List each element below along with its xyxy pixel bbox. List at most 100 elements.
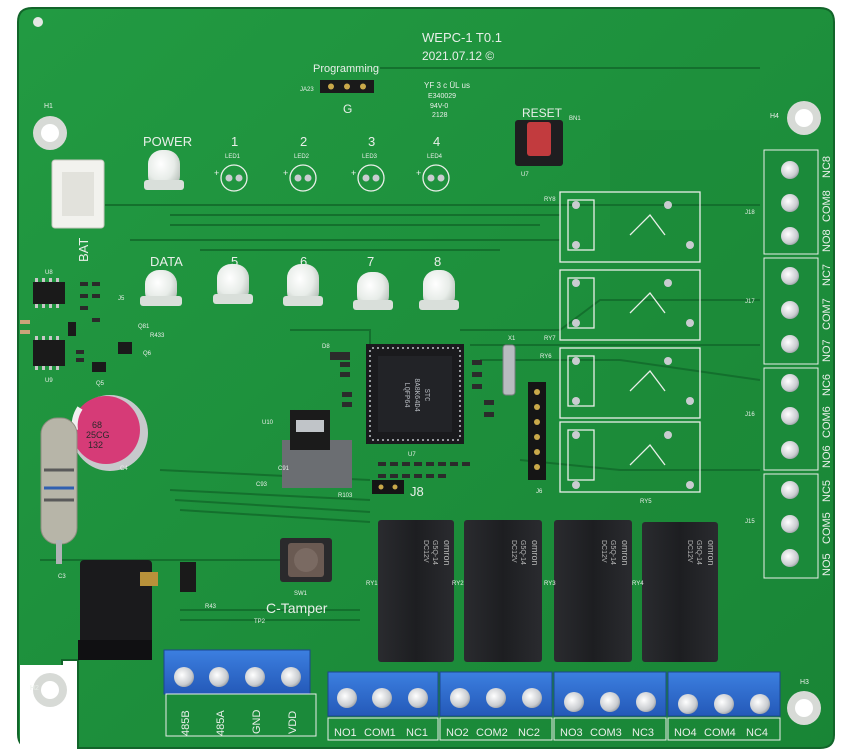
relay-ry3-voltage: DC12V [600,540,607,563]
label-no4: NO4 [674,727,697,739]
hole-ref-h3: H3 [800,679,809,686]
led-2-ref: LED2 [294,154,310,160]
board-date: 2021.07.12 © [422,49,494,63]
data-label: DATA [150,254,183,269]
dc-power-jack[interactable] [78,560,158,660]
big-relays: omron G5Q-14 DC12V omron G5Q-14 DC12V om… [378,520,718,662]
label-com2: COM2 [476,727,508,739]
data-led-6-number: 6 [300,254,307,269]
chip-u8 [33,278,65,308]
ry1-ref: RY1 [366,581,378,587]
hole-ref-h1: H1 [44,103,53,110]
smd-cluster-left [20,282,132,372]
reset-ref: BN1 [569,116,581,122]
programming-header-ref: JA23 [300,87,314,93]
programming-g-label: G [343,102,352,116]
relay-ry3: omron G5Q-14 DC12V [554,520,632,662]
battery-connector [51,159,105,229]
relay-ry2-brand: omron [530,540,540,566]
label-nc4: NC4 [746,727,768,739]
mcu-text-3: LQFP64 [402,382,410,407]
relay-ry3-brand: omron [620,540,630,566]
bat-label: BAT [76,238,91,262]
tamper-label: C-Tamper [266,600,328,616]
label-com6: COM6 [821,406,833,438]
led-2-number: 2 [300,134,307,149]
reset-button[interactable] [515,120,563,166]
label-485b: 485B [180,710,192,736]
corner-hole-icon [33,17,43,27]
j18-ref: J18 [745,210,755,216]
power-terminal-block [163,649,317,737]
u9-ref: U9 [45,378,53,384]
label-nc1: NC1 [406,727,428,739]
label-no2: NO2 [446,727,469,739]
r15-ref: R43 [205,604,217,610]
label-no7: NO7 [821,339,833,362]
led-1-ref: LED1 [225,154,241,160]
cap-text-2: 25CG [86,430,110,440]
traces [40,67,761,621]
j8-label: J8 [410,484,424,499]
tp20-ref: TP2 [254,619,266,625]
hole-ref-h4: H4 [770,113,779,120]
r72-ref: J5 [118,296,125,302]
label-com8: COM8 [821,190,833,222]
led-1-number: 1 [231,134,238,149]
r70-ref: U7 [521,172,529,178]
ul-file: E340029 [428,93,456,100]
relay-ry3-model: G5Q-14 [609,540,616,565]
label-no1: NO1 [334,727,357,739]
copper-pour [610,130,760,620]
mcu-text-1: STC [422,389,430,402]
label-vdd: VDD [287,711,299,734]
j6-ref: J6 [536,489,543,495]
led-1: 1 LED1 + [214,134,248,192]
label-com1: COM1 [364,727,396,739]
right-terminal-screws [781,161,799,567]
relay-ry1-brand: omron [442,540,452,566]
ry2-ref: RY2 [452,581,464,587]
label-nc5: NC5 [821,480,833,502]
r103-ref: R103 [338,493,353,499]
label-no3: NO3 [560,727,583,739]
data-led-5: 5 [213,254,253,304]
data-led-main [140,270,182,306]
label-nc6: NC6 [821,374,833,396]
right-terminal-labels: NC8 COM8 NO8 NC7 COM7 NO7 NC6 COM6 NO6 N… [821,156,833,576]
ul-code: 2128 [432,112,448,119]
label-no6: NO6 [821,445,833,468]
electrolytic-capacitor: 68 25CG 132 [71,395,148,471]
reset-label: RESET [522,106,563,120]
ry5-ref: RY5 [640,499,652,505]
data-led-8: 8 [419,254,459,310]
relay-ry4: omron G5Q-14 DC12V [642,522,718,662]
right-terminal-blocks [763,149,819,579]
relay-ry1-model: G5Q-14 [431,540,438,565]
crystal-x1 [502,344,516,396]
ry8-ref: RY8 [544,197,556,203]
d8-ref: D8 [322,344,330,350]
label-com4: COM4 [704,727,736,739]
relay-ry4-voltage: DC12V [686,540,693,563]
label-nc3: NC3 [632,727,654,739]
data-leds: 5 6 7 8 [140,254,459,310]
jumper-j3 [180,562,196,592]
cap-text-3: 132 [88,440,103,450]
svg-text:+: + [214,168,219,178]
data-led-5-number: 5 [231,254,238,269]
regulator-u10 [282,410,352,488]
led-4: 4 LED4 + [416,134,450,192]
relay-terminal-blocks [327,671,781,717]
small-relay-outlines [559,191,701,493]
programming-label: Programming [313,63,379,75]
ul-mark: YF 3 c ÜL us [424,81,470,90]
mounting-holes [33,101,821,725]
led-4-ref: LED4 [427,154,443,160]
u7-ref: U7 [408,452,416,458]
tamper-switch[interactable] [280,538,332,582]
relay-ry2-model: G5Q-14 [519,540,526,565]
data-led-7: 7 [353,254,393,310]
jumper-j8 [372,480,404,494]
